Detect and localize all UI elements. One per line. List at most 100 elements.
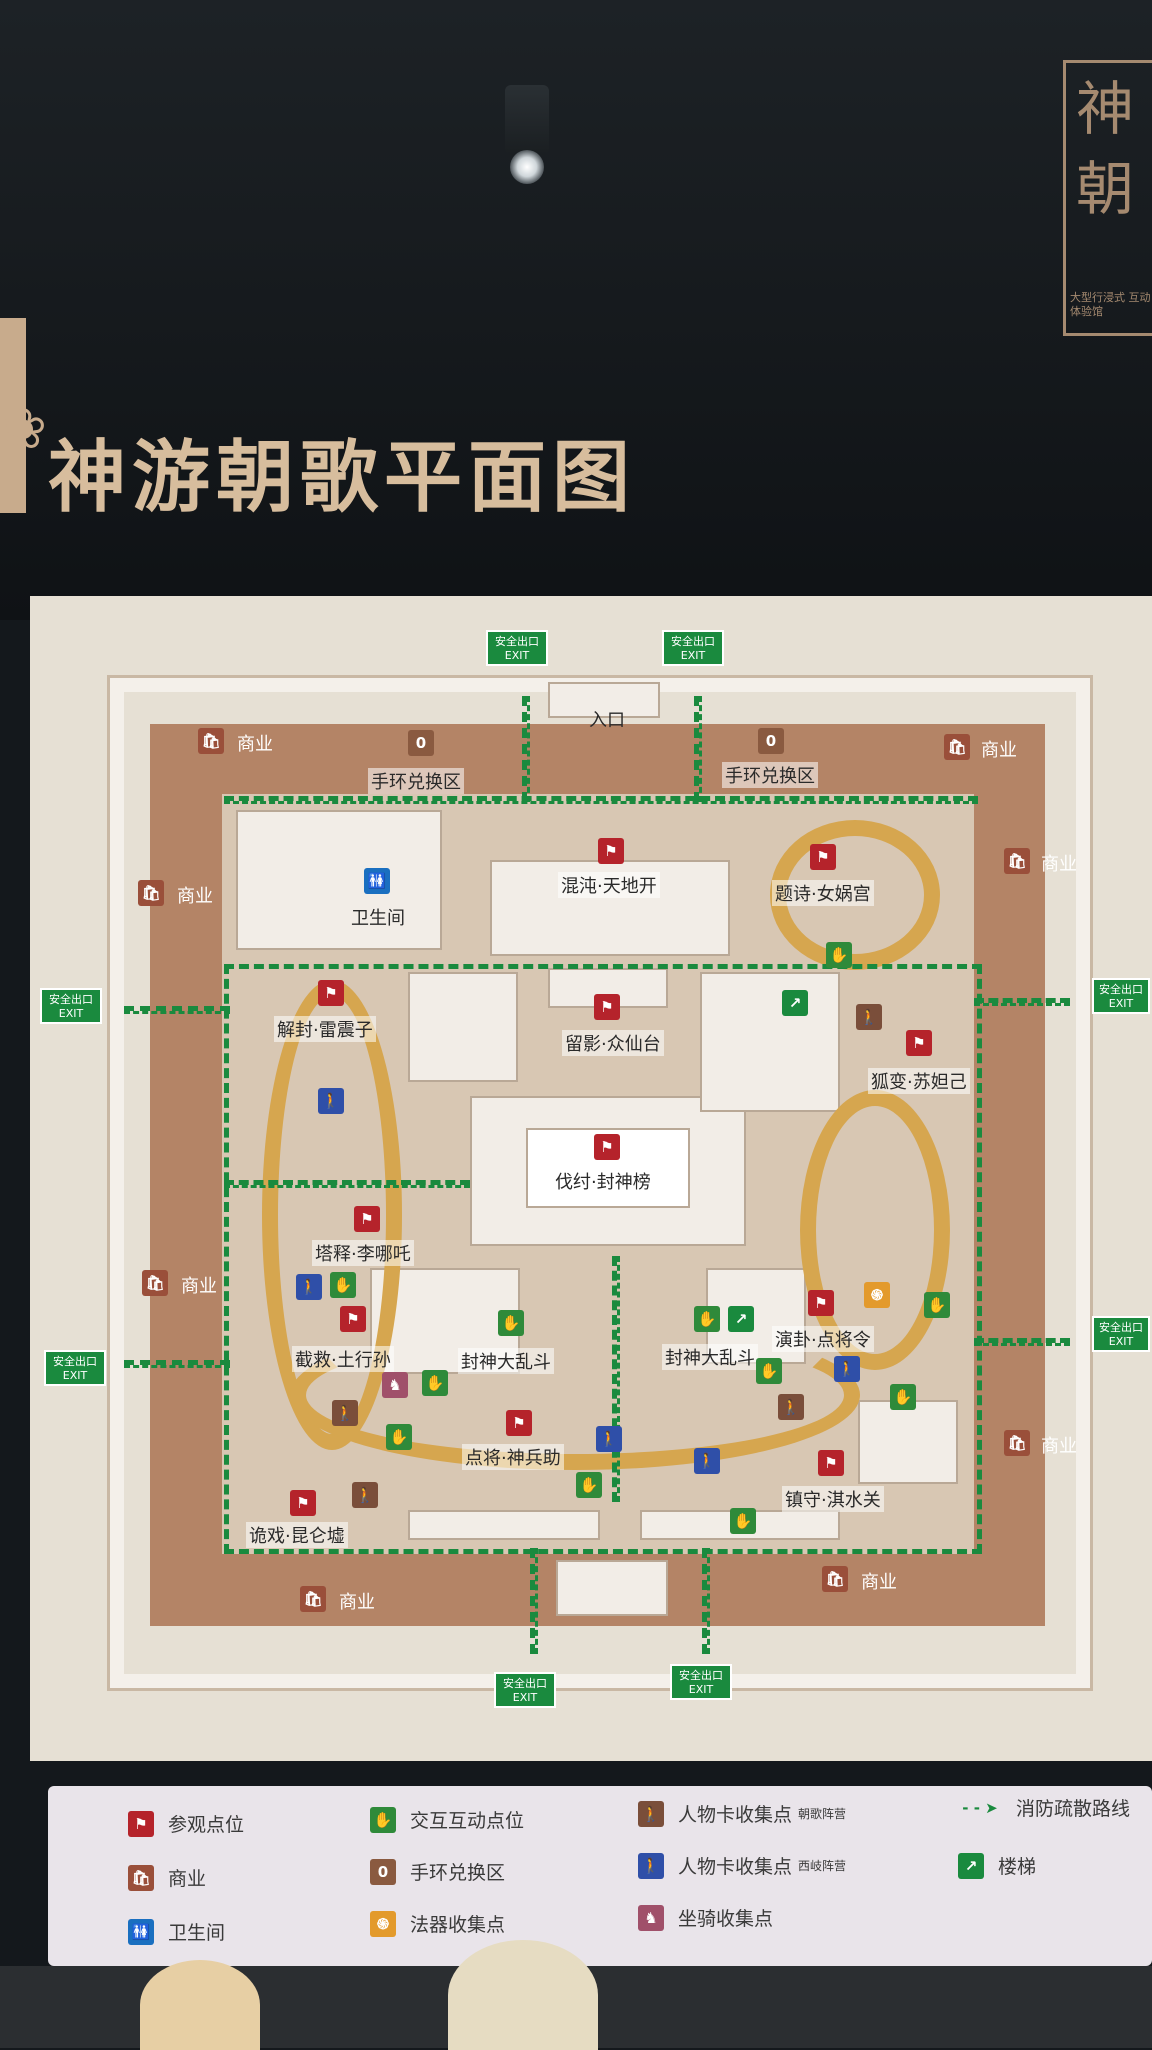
legend-item: 0 手环兑换区 [370, 1858, 505, 1885]
leizhenzi-block [408, 972, 518, 1082]
stone-decoration [140, 1960, 260, 2050]
legend-item: 🚶 人物卡收集点 西岐阵营 [638, 1852, 846, 1879]
spot-dalandou-left: 封神大乱斗 [458, 1348, 554, 1374]
legend-item: 🚶 人物卡收集点 朝歌阵营 [638, 1800, 846, 1827]
brand-seal: 神朝 大型行浸式 互动体验馆 [1063, 60, 1152, 336]
shop-icon: 🛍 [822, 1566, 848, 1592]
stone-decoration [448, 1940, 598, 2050]
restroom-block [236, 810, 442, 950]
zone-bracelet-swap-right: 手环兑换区 [722, 762, 818, 788]
character-icon: 🚶 [352, 1482, 378, 1508]
legend-label: 消防疏散路线 [1016, 1798, 1131, 1820]
background-wall [0, 0, 1152, 620]
route-mid-v [612, 1256, 620, 1502]
legend-label: 参观点位 [168, 1814, 245, 1836]
artifact-icon: ֍ [370, 1910, 396, 1937]
spotlight-mount [505, 85, 549, 155]
zone-restroom: 卫生间 [351, 908, 405, 929]
legend-label: 人物卡收集点 [678, 1856, 793, 1878]
legend-item: ♞ 坐骑收集点 [638, 1904, 773, 1931]
route-north-exit-r [694, 696, 702, 802]
shop-icon: 🛍 [1004, 1430, 1030, 1456]
map-title: 神游朝歌平面图 [48, 432, 637, 523]
legend-item: ✋ 交互互动点位 [370, 1806, 524, 1833]
zone-business-bottom-left: 商业 [339, 1592, 375, 1613]
zone-business-bottom-right: 商业 [861, 1572, 897, 1593]
hand-icon: ✋ [730, 1508, 756, 1534]
route-south-exit-l [530, 1548, 538, 1654]
zone-business-top-right: 商业 [981, 740, 1017, 761]
character-icon: 🚶 [856, 1004, 882, 1030]
flag-icon: ⚑ [906, 1030, 932, 1056]
hand-icon: ✋ [756, 1358, 782, 1384]
spot-jiejiu: 截救·土行孙 [292, 1346, 394, 1372]
flag-icon: ⚑ [340, 1306, 366, 1332]
flag-icon: ⚑ [354, 1206, 380, 1232]
hand-icon: ✋ [330, 1272, 356, 1298]
bracelet-icon: 0 [758, 728, 784, 754]
shop-icon: 🛍 [198, 728, 224, 754]
legend-item: ֍ 法器收集点 [370, 1910, 505, 1937]
zone-business-top-left: 商业 [237, 734, 273, 755]
legend-label: 人物卡收集点 [678, 1804, 793, 1826]
legend-label: 楼梯 [998, 1856, 1037, 1878]
artifact-icon: ֍ [864, 1282, 890, 1308]
spot-dianjiang: 点将·神兵助 [462, 1444, 564, 1470]
bracelet-icon: 0 [408, 730, 434, 756]
legend-panel: ⚑ 参观点位 🛍 商业 🚻 卫生间 ✋ 交互互动点位 0 手环兑换区 ֍ 法器收… [48, 1786, 1152, 1966]
character-icon: 🚶 [638, 1852, 664, 1879]
route-icon: - - ➤ [962, 1798, 998, 1817]
flag-icon: ⚑ [808, 1290, 834, 1316]
route-south-exit-r [702, 1548, 710, 1654]
legend-label: 交互互动点位 [410, 1810, 525, 1832]
shop-icon: 🛍 [300, 1586, 326, 1612]
flag-icon: ⚑ [290, 1490, 316, 1516]
bottom-wall-l [408, 1510, 600, 1540]
stairs-icon: ↗ [958, 1852, 984, 1879]
legend-item: 🛍 商业 [128, 1864, 206, 1891]
spotlight [510, 150, 544, 184]
route-west-exit [124, 1006, 230, 1014]
spot-liuying: 留影·众仙台 [562, 1030, 664, 1056]
character-icon: 🚶 [318, 1088, 344, 1114]
hand-icon: ✋ [498, 1310, 524, 1336]
legend-label: 手环兑换区 [410, 1862, 506, 1884]
spot-hundun: 混沌·天地开 [558, 872, 660, 898]
hand-icon: ✋ [890, 1384, 916, 1410]
spot-hubian: 狐变·苏妲己 [868, 1068, 970, 1094]
hand-icon: ✋ [576, 1472, 602, 1498]
spot-tashi: 塔释·李哪吒 [312, 1240, 414, 1266]
legend-label: 卫生间 [168, 1922, 226, 1944]
hand-icon: ✋ [826, 942, 852, 968]
route-inner-ring [224, 964, 982, 1554]
spot-yangua: 演卦·点将令 [772, 1326, 874, 1352]
mount-icon: ♞ [638, 1904, 664, 1931]
hand-icon: ✋ [386, 1424, 412, 1450]
spot-zhenshou: 镇守·淇水关 [782, 1486, 884, 1512]
flag-icon: ⚑ [506, 1410, 532, 1436]
logo-bar [0, 318, 26, 513]
flag-icon: ⚑ [810, 844, 836, 870]
route-top-ring [224, 796, 978, 804]
zone-business-right-1: 商业 [1041, 854, 1077, 875]
restroom-icon: 🚻 [128, 1918, 154, 1945]
route-east-exit-2 [974, 1338, 1070, 1346]
mount-icon: ♞ [382, 1372, 408, 1398]
spot-guixi: 诡戏·昆仑墟 [246, 1522, 348, 1548]
entrance-label: 入口 [589, 710, 625, 731]
route-east-exit [974, 998, 1070, 1006]
route-west-exit-2 [124, 1360, 230, 1368]
hand-icon: ✋ [370, 1806, 396, 1833]
legend-item: ⚑ 参观点位 [128, 1810, 244, 1837]
route-mid-h [224, 1180, 470, 1188]
hand-icon: ✋ [924, 1292, 950, 1318]
legend-item: 🚻 卫生间 [128, 1918, 225, 1945]
